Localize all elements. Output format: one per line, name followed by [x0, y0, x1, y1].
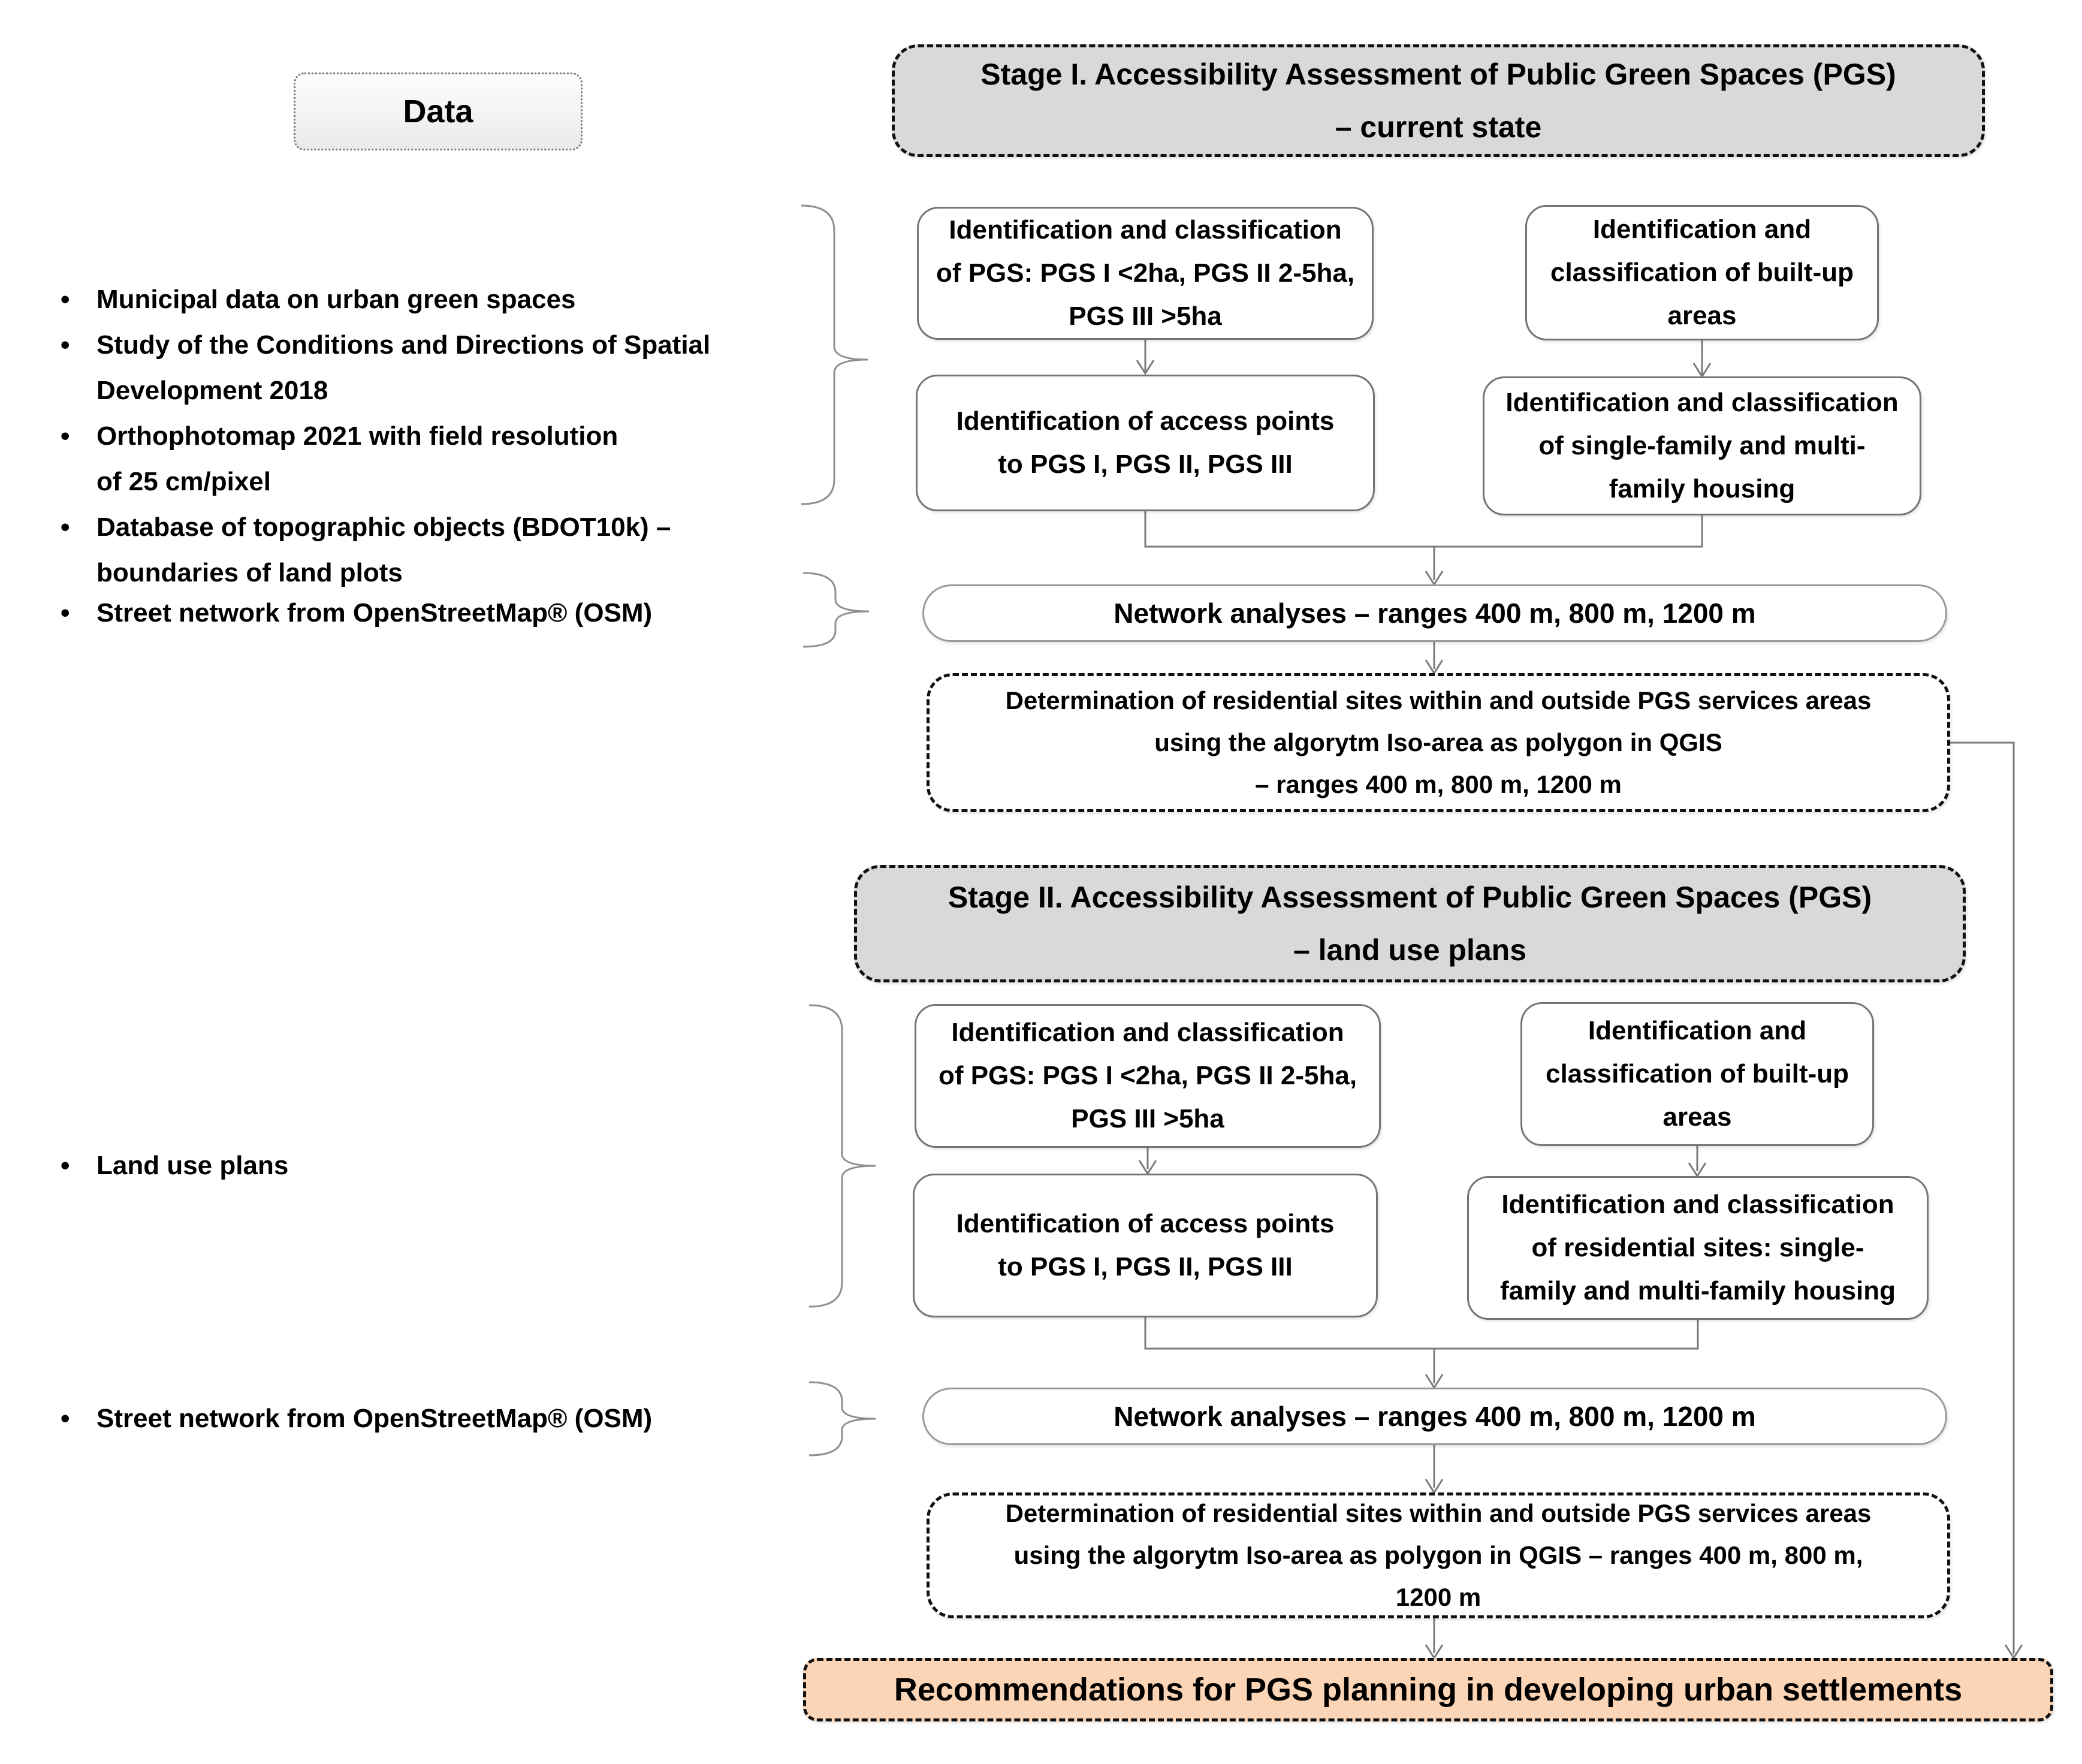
stage1-builtup-box: Identification and classification of bui…	[1525, 205, 1879, 340]
stage2-determination-box: Determination of residential sites withi…	[927, 1492, 1950, 1618]
merge-lines-stage2	[1144, 1317, 1699, 1350]
bullet-municipal-data: Municipal data on urban green spaces	[57, 277, 818, 322]
arrow-stage2-left-col	[1138, 1148, 1157, 1175]
land-use-plans-list: Land use plans	[57, 1143, 818, 1189]
stage2-pgs-classification-box: Identification and classification of PGS…	[915, 1004, 1381, 1148]
brace-stage2-data	[808, 1004, 876, 1308]
bullet-bdot10k: Database of topographic objects (BDOT10k…	[57, 505, 818, 596]
bullet-street-network-stage2: Street network from OpenStreetMap® (OSM)	[57, 1396, 818, 1442]
stage2-network-analyses-box: Network analyses – ranges 400 m, 800 m, …	[922, 1388, 1947, 1445]
stage1-determination-box: Determination of residential sites withi…	[927, 673, 1950, 812]
arrow-stage1-left-col	[1136, 340, 1155, 375]
stage1-network-analyses-box: Network analyses – ranges 400 m, 800 m, …	[922, 584, 1947, 642]
stage1-pgs-classification-box: Identification and classification of PGS…	[917, 207, 1374, 340]
arrow-stage2-right-col	[1688, 1146, 1707, 1178]
merge-lines-stage1	[1144, 511, 1703, 548]
bullet-study-conditions: Study of the Conditions and Directions o…	[57, 322, 818, 414]
arrow-stage2-determination-to-recommendations	[1425, 1618, 1444, 1660]
stage2-access-points-box: Identification of access points to PGS I…	[913, 1174, 1378, 1317]
stage2-residential-box: Identification and classification of res…	[1467, 1176, 1929, 1320]
bullet-street-network-stage1: Street network from OpenStreetMap® (OSM)	[57, 590, 818, 636]
stage2-header: Stage II. Accessibility Assessment of Pu…	[854, 865, 1966, 982]
arrow-stage1-right-col	[1692, 340, 1712, 378]
arrow-stage1-to-network	[1425, 547, 1444, 586]
stage1-access-points-box: Identification of access points to PGS I…	[916, 375, 1375, 511]
data-sources-list: Municipal data on urban green spaces Stu…	[57, 277, 818, 596]
stage2-builtup-box: Identification and classification of bui…	[1520, 1002, 1874, 1146]
data-title-label: Data	[403, 94, 473, 129]
bullet-land-use-plans: Land use plans	[57, 1143, 818, 1189]
recommendations-box: Recommendations for PGS planning in deve…	[803, 1658, 2053, 1721]
street-network-stage1-list: Street network from OpenStreetMap® (OSM)	[57, 590, 818, 636]
stage1-header: Stage I. Accessibility Assessment of Pub…	[892, 44, 1985, 157]
brace-stage2-street-network	[808, 1381, 876, 1457]
arrow-stage2-network-to-determination	[1425, 1445, 1444, 1494]
bullet-orthophotomap: Orthophotomap 2021 with field resolution…	[57, 414, 818, 505]
arrow-stage2-to-network	[1425, 1349, 1444, 1389]
street-network-stage2-list: Street network from OpenStreetMap® (OSM)	[57, 1396, 818, 1442]
data-title-box: Data	[294, 73, 583, 150]
arrow-stage1-network-to-determination	[1425, 642, 1444, 675]
stage1-housing-box: Identification and classification of sin…	[1483, 376, 1921, 515]
